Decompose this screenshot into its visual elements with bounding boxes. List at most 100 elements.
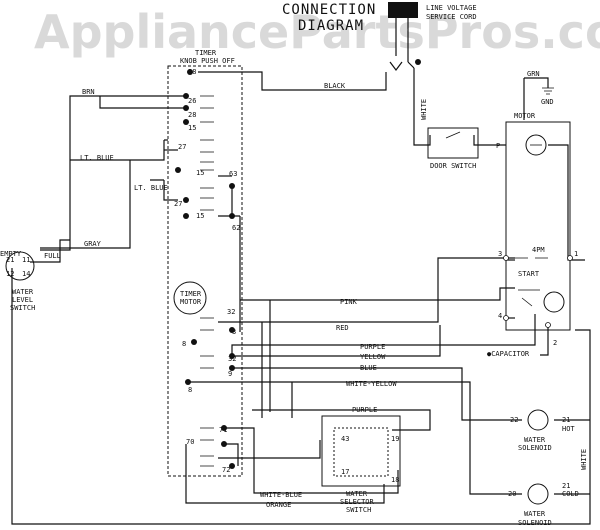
motor-start-winding-icon bbox=[518, 289, 540, 307]
service-cord-terminals bbox=[389, 61, 415, 71]
motor-terminal-label: 2 bbox=[553, 339, 557, 347]
wire-label-yellow: YELLOW bbox=[360, 353, 386, 361]
capacitor-label: ●CAPACITOR bbox=[487, 350, 530, 358]
wire-label-orange: ORANGE bbox=[266, 501, 291, 509]
motor-box bbox=[505, 121, 571, 331]
timer-contact-blades bbox=[200, 71, 214, 467]
wire-label-red: RED bbox=[336, 324, 349, 332]
timer-terminal-label: 72 bbox=[222, 466, 230, 474]
door-switch-label: DOOR SWITCH bbox=[430, 162, 476, 170]
diagram-title-line2: DIAGRAM bbox=[298, 18, 364, 34]
motor-terminal-label: 3 bbox=[498, 250, 502, 258]
timer-title-line2: KNOB PUSH OFF bbox=[180, 57, 235, 65]
wire-label-white-2: WHITE bbox=[580, 449, 588, 470]
cold-solenoid-terminal-label: 21 bbox=[562, 482, 570, 490]
timer-block bbox=[167, 65, 243, 477]
cold-solenoid-label-line2: SOLENOID bbox=[518, 519, 552, 527]
watermark-text: AppliancePartsPros.com bbox=[34, 5, 600, 59]
wire-label-white-yellow: WHITE-YELLOW bbox=[346, 380, 397, 388]
service-cord-label-line2: SERVICE CORD bbox=[426, 13, 477, 21]
level-switch-label-line1: WATER bbox=[12, 288, 34, 296]
wire-label-full: FULL bbox=[44, 252, 61, 260]
timer-terminal-label: 15 bbox=[196, 169, 204, 177]
wire-label-lt-blue-1: LT. BLUE bbox=[80, 154, 114, 162]
water-level-switch-icon bbox=[5, 251, 35, 281]
level-terminal-label: 14 bbox=[22, 270, 30, 278]
selector-terminal-label: 17 bbox=[341, 468, 349, 476]
level-terminal-label: 11 bbox=[22, 256, 30, 264]
wire-label-white-1: WHITE bbox=[420, 99, 428, 120]
service-cord-leads bbox=[395, 18, 409, 62]
door-switch-contact-icon bbox=[445, 131, 461, 139]
wire-label-pink: PINK bbox=[340, 298, 358, 306]
motor-terminal-label: 4 bbox=[498, 312, 502, 320]
timer-terminals: 28 26 28 15 27 15 27 15 63 62 32 3 8 32 … bbox=[174, 68, 240, 474]
wire-label-black: BLACK bbox=[324, 82, 346, 90]
timer-terminal-label: 26 bbox=[188, 97, 196, 105]
motor-p-terminal-label: P bbox=[496, 142, 500, 150]
selector-terminal-label: 19 bbox=[391, 435, 399, 443]
hot-solenoid-label-line1: WATER bbox=[524, 436, 546, 444]
wire-label-gray: GRAY bbox=[84, 240, 102, 248]
wire-label-purple-2: PURPLE bbox=[352, 406, 377, 414]
hot-label: HOT bbox=[562, 425, 575, 433]
water-selector-contacts bbox=[333, 427, 389, 477]
cold-label: COLD bbox=[562, 490, 579, 498]
motor-label: MOTOR bbox=[514, 112, 536, 120]
timer-terminal-label: 15 bbox=[196, 212, 204, 220]
door-switch-box bbox=[427, 127, 479, 159]
timer-terminal-label: 15 bbox=[188, 124, 196, 132]
cold-water-solenoid-icon bbox=[527, 483, 549, 505]
selector-label-line3: SWITCH bbox=[346, 506, 371, 514]
selector-label-line1: WATER bbox=[346, 490, 368, 498]
timer-terminal-label: 32 bbox=[228, 355, 236, 363]
level-terminal-label: 21 bbox=[6, 256, 14, 264]
selector-terminal-label: 43 bbox=[341, 435, 349, 443]
wire-label-purple-1: PURPLE bbox=[360, 343, 385, 351]
timer-terminal-label: 62 bbox=[232, 224, 240, 232]
hot-solenoid-terminal-label: 21 bbox=[562, 416, 570, 424]
hot-water-solenoid-icon bbox=[527, 409, 549, 431]
wire-label-empty: EMPTY bbox=[0, 250, 22, 258]
selector-terminal-label: 18 bbox=[391, 476, 399, 484]
timer-terminal-label: 63 bbox=[229, 170, 237, 178]
level-switch-label-line2: LEVEL bbox=[12, 296, 33, 304]
hot-solenoid-terminal-label: 22 bbox=[510, 416, 518, 424]
timer-terminal-label: 28 bbox=[188, 111, 196, 119]
wire-label-gnd: GND bbox=[541, 98, 554, 106]
timer-terminal-label: 27 bbox=[178, 143, 186, 151]
level-switch-label-line3: SWITCH bbox=[10, 304, 35, 312]
timer-terminal-label: 8 bbox=[188, 386, 192, 394]
wire-label-blue: BLUE bbox=[360, 364, 377, 372]
wire-label-lt-blue-2: LT. BLUE bbox=[134, 184, 168, 192]
motor-start-label: START bbox=[518, 270, 540, 278]
wire-label-grn: GRN bbox=[527, 70, 540, 78]
service-cord-label-line1: LINE VOLTAGE bbox=[426, 4, 477, 12]
hot-solenoid-label-line2: SOLENOID bbox=[518, 444, 552, 452]
wire-label-brn: BRN bbox=[82, 88, 95, 96]
selector-label-line2: SELECTOR bbox=[340, 498, 375, 506]
wire-label-white-blue: WHITE-BLUE bbox=[260, 491, 302, 499]
water-selector-switch-box bbox=[321, 415, 401, 487]
motor-protector-icon bbox=[525, 134, 547, 156]
motor-terminal-pads bbox=[503, 255, 573, 328]
timer-terminal-label: 70 bbox=[186, 438, 194, 446]
timer-motor-icon bbox=[173, 281, 207, 315]
motor-4pm-label: 4PM bbox=[532, 246, 545, 254]
motor-start-switch-icon bbox=[543, 291, 565, 313]
diagram-title-line1: CONNECTION bbox=[282, 2, 376, 18]
cold-solenoid-terminal-label: 20 bbox=[508, 490, 516, 498]
wire-paths bbox=[11, 68, 591, 525]
timer-terminal-label: 32 bbox=[227, 308, 235, 316]
level-terminal-label: 12 bbox=[6, 270, 14, 278]
cold-solenoid-label-line1: WATER bbox=[524, 510, 546, 518]
service-cord-plug-icon bbox=[388, 2, 418, 18]
timer-terminal-label: 8 bbox=[182, 340, 186, 348]
timer-terminal-label: 9 bbox=[228, 370, 232, 378]
junction-dots bbox=[175, 59, 421, 469]
timer-title-line1: TIMER bbox=[195, 49, 217, 57]
timer-terminal-label: 27 bbox=[174, 200, 182, 208]
timer-motor-label-line1: TIMER bbox=[180, 290, 202, 298]
timer-motor-label-line2: MOTOR bbox=[180, 298, 202, 306]
